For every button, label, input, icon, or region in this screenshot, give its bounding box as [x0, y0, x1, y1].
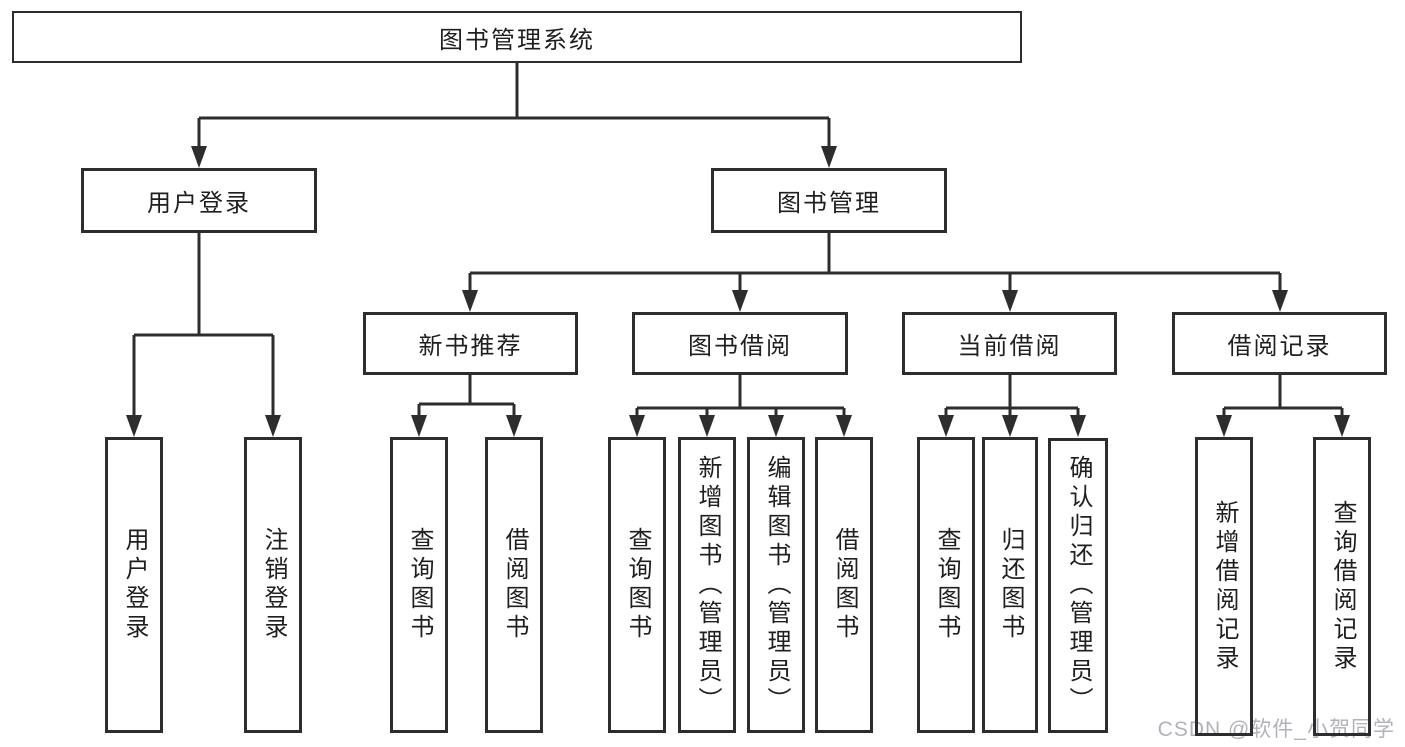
leaf-confirm-return-admin-label: 确认归还（管理员） [1065, 455, 1092, 716]
node-book-borrow-label: 图书借阅 [688, 333, 792, 360]
node-root-system: 图书管理系统 [12, 11, 1022, 63]
leaf-user-login-label: 用户登录 [121, 527, 148, 643]
leaf-borrow-books-label: 借阅图书 [831, 527, 858, 643]
connector-book-management-to-level3 [468, 233, 1282, 292]
leaf-recommend-query-books-label: 查询图书 [406, 527, 433, 643]
node-root-system-label: 图书管理系统 [439, 26, 595, 54]
leaf-edit-books-admin-label: 编辑图书（管理员） [763, 454, 790, 716]
leaf-confirm-return-admin: 确认归还（管理员） [1048, 438, 1108, 733]
node-new-book-recommend-label: 新书推荐 [418, 333, 523, 360]
leaf-recommend-query-books: 查询图书 [390, 437, 448, 733]
node-user-login-label: 用户登录 [147, 190, 251, 217]
leaf-query-borrow-record-label: 查询借阅记录 [1329, 499, 1356, 674]
leaf-query-borrow-record: 查询借阅记录 [1313, 437, 1371, 736]
leaf-user-login: 用户登录 [105, 437, 163, 733]
leaf-recommend-borrow-books-label: 借阅图书 [501, 527, 528, 643]
leaf-logout-label: 注销登录 [260, 527, 287, 643]
node-book-management-label: 图书管理 [777, 190, 881, 217]
leaf-borrow-query-books: 查询图书 [608, 437, 666, 733]
leaf-current-query-books: 查询图书 [917, 437, 975, 733]
leaf-edit-books-admin: 编辑图书（管理员） [747, 437, 805, 733]
leaf-return-books: 归还图书 [982, 437, 1038, 733]
leaf-return-books-label: 归还图书 [997, 527, 1024, 643]
arrowheads [126, 146, 1350, 437]
leaf-add-books-admin-label: 新增图书（管理员） [694, 454, 721, 716]
connector-new-book-recommend-to-leaves [417, 375, 516, 417]
leaf-add-books-admin: 新增图书（管理员） [678, 437, 736, 733]
node-current-borrow-label: 当前借阅 [957, 333, 1062, 360]
leaf-add-borrow-record-label: 新增借阅记录 [1211, 499, 1238, 674]
leaf-add-borrow-record: 新增借阅记录 [1195, 437, 1253, 736]
connector-user-login-to-leaves [132, 232, 275, 417]
csdn-watermark: CSDN @软件_小贺同学 [1157, 718, 1395, 741]
connector-current-borrow-to-leaves [944, 375, 1080, 417]
leaf-borrow-books: 借阅图书 [815, 437, 873, 733]
connector-book-borrow-to-leaves [635, 375, 846, 417]
connector-root-to-level2 [197, 63, 831, 148]
node-book-borrow: 图书借阅 [632, 312, 848, 375]
node-book-management: 图书管理 [711, 168, 947, 233]
leaf-current-query-books-label: 查询图书 [933, 527, 960, 643]
node-new-book-recommend: 新书推荐 [363, 312, 578, 375]
node-user-login: 用户登录 [81, 168, 317, 233]
connector-borrow-records-to-leaves [1222, 375, 1344, 417]
node-borrow-records-label: 借阅记录 [1227, 333, 1332, 360]
node-current-borrow: 当前借阅 [902, 312, 1117, 375]
leaf-borrow-query-books-label: 查询图书 [624, 527, 651, 643]
node-borrow-records: 借阅记录 [1172, 312, 1387, 375]
leaf-recommend-borrow-books: 借阅图书 [485, 437, 543, 733]
leaf-logout: 注销登录 [244, 437, 302, 733]
